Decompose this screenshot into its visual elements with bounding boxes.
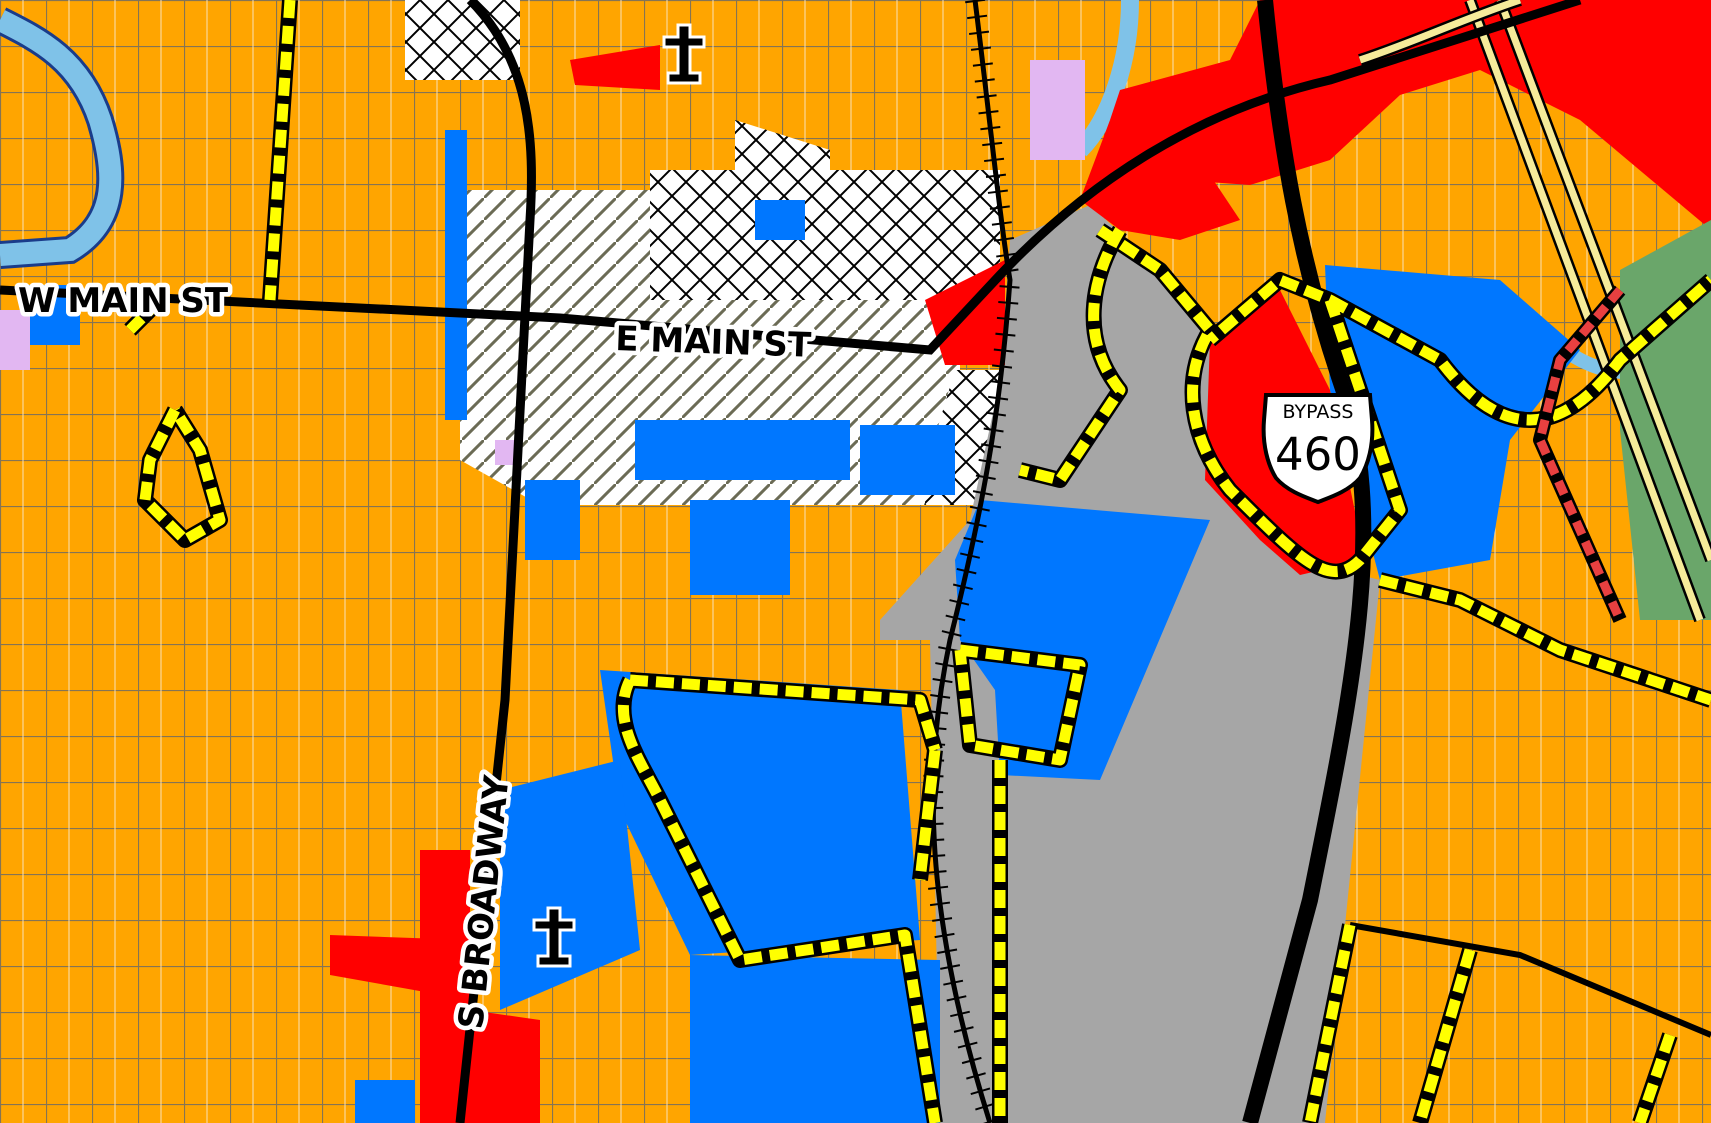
interstate <box>1466 0 1711 622</box>
mixed-use-west <box>0 310 30 370</box>
mixed-use-small <box>495 440 515 465</box>
commercial-broadway-2 <box>330 935 470 1000</box>
railroad <box>930 0 1013 1123</box>
public-block-5 <box>755 200 805 240</box>
public-block-4 <box>525 480 580 560</box>
shield-outline-icon <box>1261 393 1375 505</box>
park-open-space <box>1620 220 1711 620</box>
river <box>0 10 122 266</box>
church-cross-icon <box>662 23 706 85</box>
public-south <box>690 955 940 1123</box>
w-main-st-label: W MAIN ST <box>18 281 229 321</box>
commercial-strip <box>1080 120 1240 240</box>
public-park-grounds <box>955 500 1210 780</box>
interchange-ramp <box>1358 0 1522 64</box>
north-hatch-2 <box>735 120 830 195</box>
main-st-road <box>0 0 1582 355</box>
shield-top-text: BYPASS <box>1283 401 1354 423</box>
mixed-use-north <box>1030 60 1085 160</box>
downtown-core-hatch <box>650 170 1000 300</box>
creek-north <box>1073 0 1139 157</box>
commercial-broadway-3 <box>470 1010 540 1123</box>
public-strip-west <box>445 130 467 420</box>
public-block-1 <box>635 420 850 480</box>
church-cross-icon <box>532 906 576 968</box>
planning-boundaries <box>124 0 1711 1123</box>
public-block-2 <box>860 425 955 495</box>
east-connector-road <box>1349 922 1711 1038</box>
public-south-west <box>355 1080 415 1123</box>
public-school-campus <box>600 670 920 955</box>
e-main-st-label: E MAIN ST <box>615 319 813 366</box>
public-block-3 <box>690 500 790 595</box>
commercial-north-east <box>1110 0 1711 230</box>
commercial-north <box>570 45 660 90</box>
shield-number: 460 <box>1275 428 1361 481</box>
broadway-road <box>455 0 536 1123</box>
bypass-460-shield: BYPASS 460 <box>1261 393 1375 505</box>
public-church-grounds <box>500 760 640 1010</box>
